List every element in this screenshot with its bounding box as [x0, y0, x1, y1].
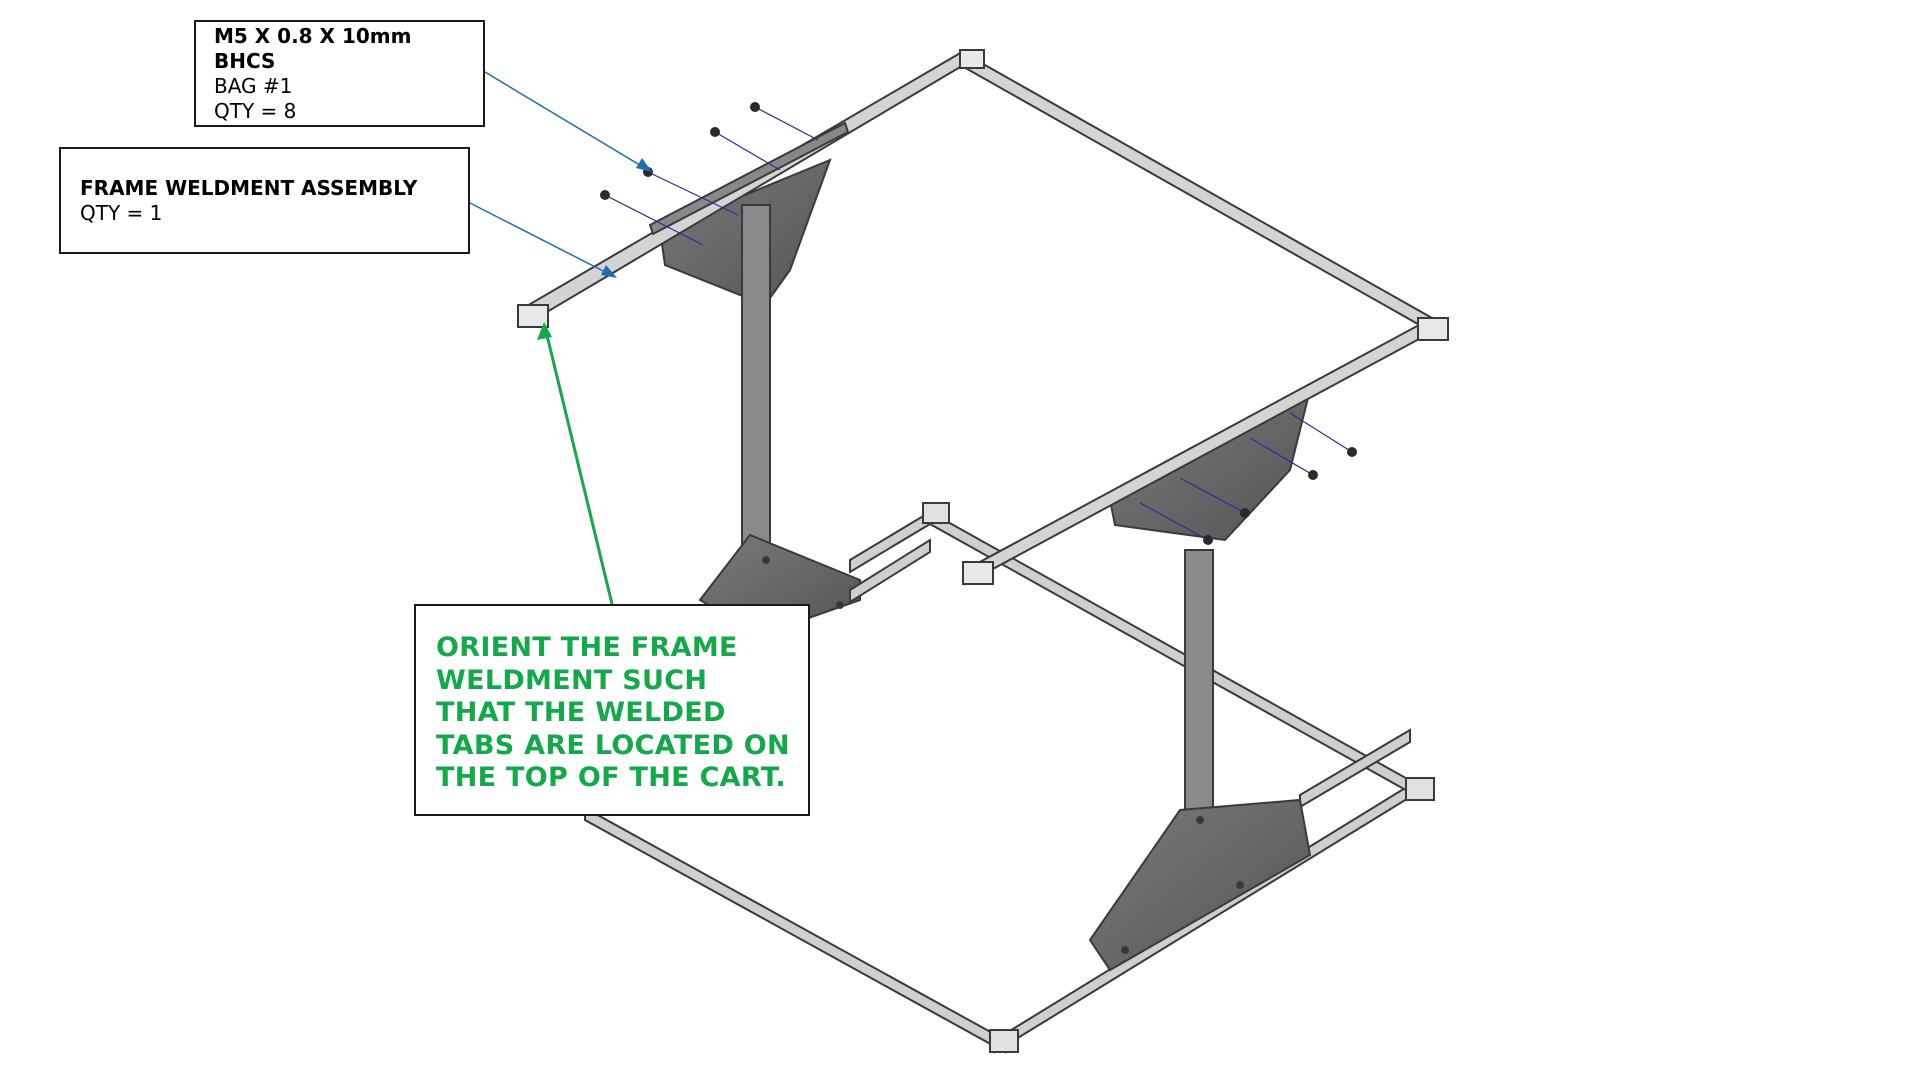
- top-rail-back: [961, 50, 1433, 334]
- leader-orient: [543, 326, 614, 605]
- bhcs-callout: M5 X 0.8 X 10mm BHCS BAG #1 QTY = 8: [194, 20, 485, 127]
- tube-end-top-front: [962, 561, 994, 585]
- bhcs-qty: QTY = 8: [214, 99, 297, 123]
- orient-line-3: THAT THE WELDED: [436, 697, 726, 728]
- right-upright: [1088, 388, 1312, 972]
- tube-end-bottom-back: [922, 502, 950, 524]
- bottom-rail-left: [584, 806, 1006, 1054]
- bhcs-title-line2: BHCS: [214, 49, 276, 73]
- frame-title: FRAME WELDMENT ASSEMBLY: [80, 176, 418, 200]
- bhcs-title-line1: M5 X 0.8 X 10mm: [214, 24, 412, 48]
- orient-note-callout: ORIENT THE FRAME WELDMENT SUCH THAT THE …: [414, 604, 810, 816]
- arrowhead-icon: [636, 158, 652, 172]
- bolt-icon: [600, 190, 704, 246]
- bolt-icon: [1249, 437, 1318, 480]
- tube-end-bottom-right: [1405, 777, 1435, 801]
- right-bottom-gusset: [1088, 798, 1312, 972]
- tube-end-bottom-front: [989, 1029, 1019, 1053]
- leader-bhcs: [484, 71, 649, 171]
- frame-weldment-callout: FRAME WELDMENT ASSEMBLY QTY = 1: [59, 147, 470, 254]
- bolt-icon: [1139, 502, 1213, 545]
- frame-qty: QTY = 1: [80, 201, 163, 225]
- bottom-rail-back: [849, 510, 931, 574]
- left-upright: [658, 158, 861, 637]
- leader-frame: [469, 202, 614, 277]
- cross-rail-left: [849, 538, 931, 604]
- cross-rail: [849, 538, 1411, 809]
- orient-line-1: ORIENT THE FRAME: [436, 632, 738, 663]
- tube-end-top-left: [517, 304, 549, 328]
- bolt-icon: [1289, 412, 1357, 457]
- leaders: [469, 71, 652, 605]
- bolt-icon: [710, 127, 781, 171]
- bolt-icon: [750, 102, 819, 141]
- orient-line-5: THE TOP OF THE CART.: [436, 762, 786, 793]
- orient-line-2: WELDMENT SUCH: [436, 664, 708, 696]
- orient-line-4: TABS ARE LOCATED ON: [436, 729, 790, 761]
- top-rail-right: [964, 316, 1433, 586]
- arrowhead-icon: [537, 322, 552, 340]
- left-tab-strip: [648, 121, 850, 236]
- tube-end-top-right: [1417, 317, 1449, 341]
- bolts: [600, 102, 1357, 545]
- arrowhead-icon: [601, 265, 617, 278]
- top-frame: [517, 49, 1449, 586]
- bolt-icon: [1179, 477, 1250, 518]
- right-post: [1184, 549, 1214, 841]
- tube-end-top-back: [959, 49, 985, 69]
- bhcs-bag: BAG #1: [214, 74, 293, 98]
